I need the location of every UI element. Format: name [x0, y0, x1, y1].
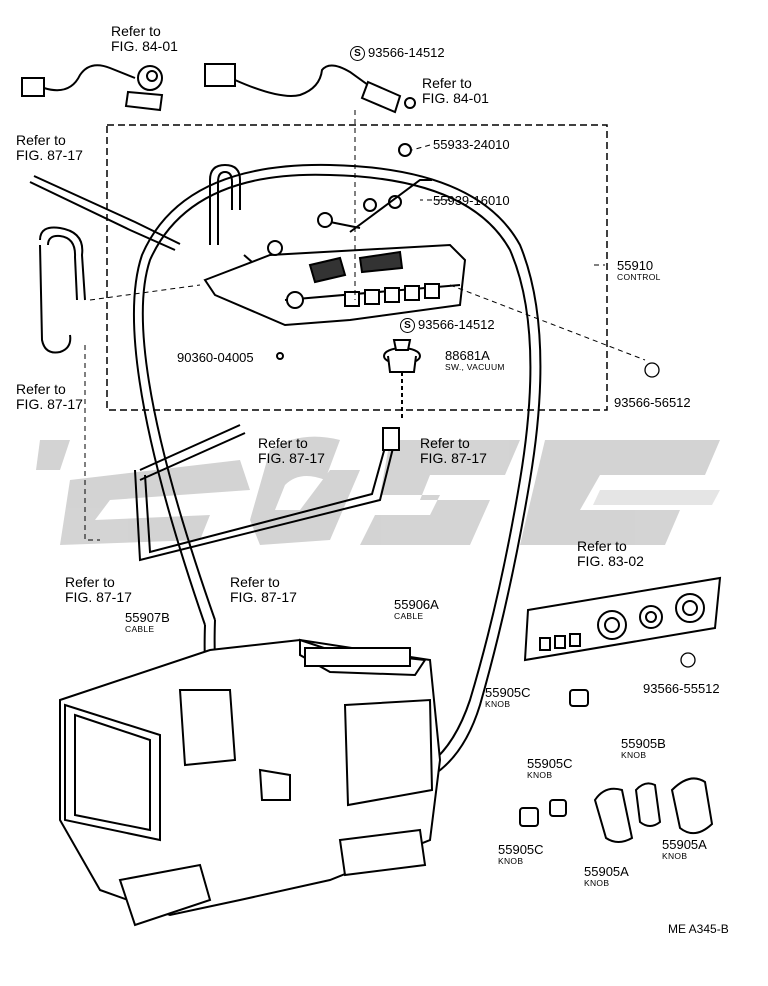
vacuum-switch: [383, 339, 421, 420]
hoses: [29, 163, 542, 819]
control-unit: [203, 143, 467, 360]
knobs: [519, 689, 714, 843]
leader-lines: [84, 110, 646, 541]
s-symbol: [644, 362, 696, 668]
part-93566-56512: 93566-56512: [614, 395, 691, 410]
part-93566-55512: 93566-55512: [643, 681, 720, 696]
circle-s-icon: S: [350, 46, 365, 62]
part-55939-16010: 55939-16010: [433, 193, 510, 208]
part-55933-24010: 55933-24010: [433, 137, 510, 152]
watermark-logo: [36, 436, 720, 545]
vacuum-hose-top-left: [21, 64, 164, 112]
footer-code: ME A345-B: [668, 922, 729, 936]
circle-s-icon: S: [400, 318, 415, 334]
part-90360-04005: 90360-04005: [177, 350, 254, 365]
heater-unit: [59, 638, 442, 927]
control-panel-face: [523, 576, 722, 662]
control-assembly-frame: [106, 124, 608, 411]
vacuum-hose-top-mid: [204, 63, 416, 114]
